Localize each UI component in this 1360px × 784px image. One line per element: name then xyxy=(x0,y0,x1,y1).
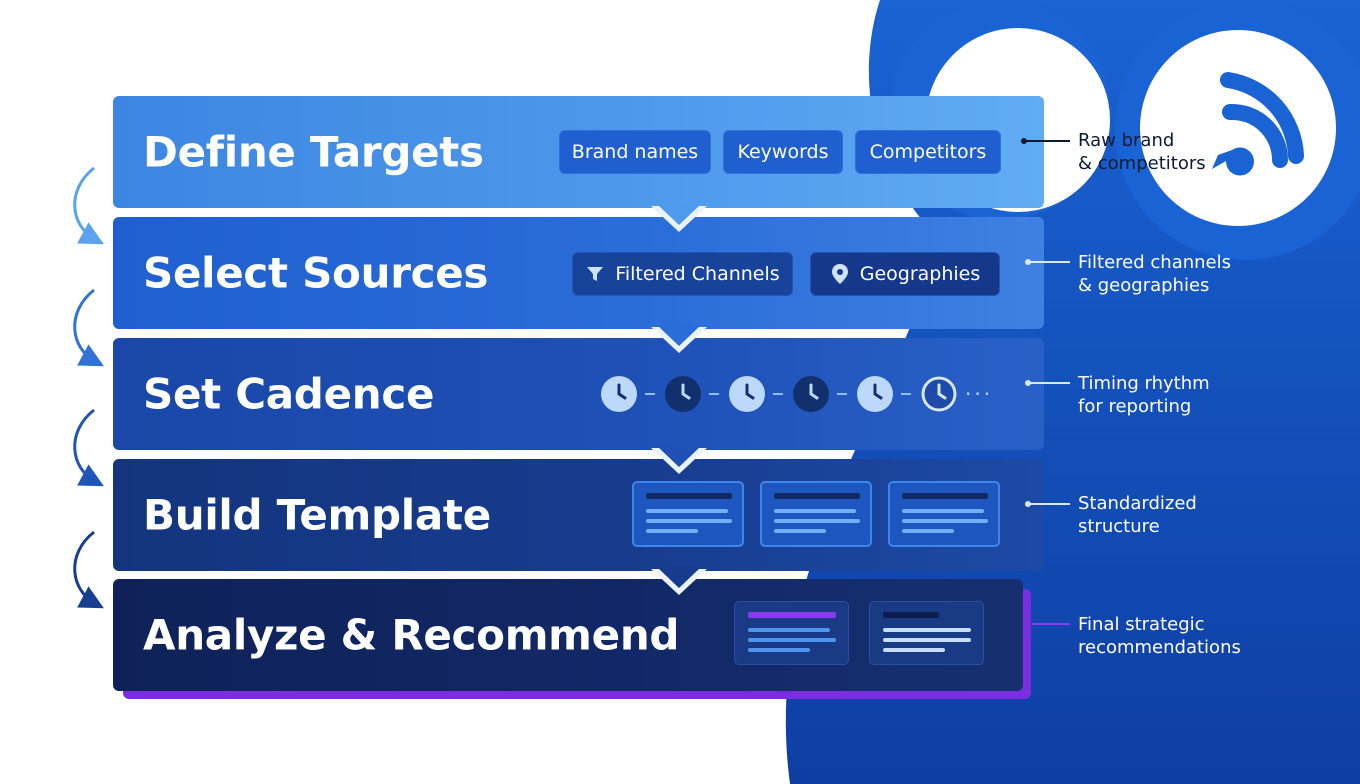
flow-arrow-1 xyxy=(73,166,104,245)
step-connector-chevron-fill xyxy=(657,446,701,467)
template-card-line xyxy=(646,519,732,523)
template-card-line xyxy=(646,493,732,499)
timeline-dash xyxy=(645,393,655,395)
template-card-line xyxy=(902,529,954,533)
step-set-cadence: Set Cadence ··· xyxy=(113,338,1044,450)
step-build-template: Build Template xyxy=(113,459,1044,571)
flow-arrows-left xyxy=(73,166,104,609)
note-dot-3 xyxy=(1025,380,1031,386)
chip-competitors: Competitors xyxy=(855,130,1001,174)
report-card-line xyxy=(748,638,836,642)
flow-arrow-4 xyxy=(73,530,104,609)
template-card-line xyxy=(774,519,860,523)
template-card xyxy=(632,481,744,547)
step-connector-chevron-fill xyxy=(657,204,701,225)
note-build-template: Standardized structure xyxy=(1078,493,1197,537)
template-card-line xyxy=(646,509,728,513)
step-select-sources: Select Sources Filtered Channels Geograp… xyxy=(113,217,1044,329)
template-card xyxy=(888,481,1000,547)
chip-keywords: Keywords xyxy=(723,130,843,174)
note-analyze-recommend: Final strategic recommendations xyxy=(1078,614,1241,658)
report-card-2 xyxy=(869,601,984,665)
step-title: Build Template xyxy=(143,490,491,540)
step-title: Select Sources xyxy=(143,248,489,298)
note-define-targets: Raw brand & competitors xyxy=(1078,130,1206,174)
template-card-line xyxy=(774,529,826,533)
step-analyze-recommend: Analyze & Recommend xyxy=(113,579,1023,691)
clock-icon xyxy=(920,375,958,413)
clock-icon xyxy=(792,375,830,413)
report-card-line xyxy=(883,648,945,652)
timeline-dash xyxy=(901,393,911,395)
flow-arrow-2 xyxy=(73,288,104,367)
step-title: Define Targets xyxy=(143,127,484,177)
report-card-line xyxy=(748,628,830,632)
note-connector-3 xyxy=(1028,382,1070,384)
step-define-targets: Define Targets Brand names Keywords Comp… xyxy=(113,96,1044,208)
note-dot-4 xyxy=(1025,501,1031,507)
chip-filtered-channels: Filtered Channels xyxy=(572,252,793,296)
template-card-line xyxy=(902,519,988,523)
step-connector-chevron-fill xyxy=(657,567,701,588)
note-select-sources: Filtered channels & geographies xyxy=(1078,252,1232,296)
step-title: Set Cadence xyxy=(143,369,435,419)
report-card-line xyxy=(883,628,971,632)
chip-brand-names: Brand names xyxy=(559,130,711,174)
report-card-line xyxy=(883,638,971,642)
note-dot-2 xyxy=(1025,259,1031,265)
template-card-line xyxy=(774,509,856,513)
note-set-cadence: Timing rhythm for reporting xyxy=(1078,373,1210,417)
timeline-dash xyxy=(709,393,719,395)
template-card-line xyxy=(646,529,698,533)
note-dot-1 xyxy=(1021,138,1027,144)
chat-bubble-signal-icon xyxy=(1212,72,1304,176)
note-connector-4 xyxy=(1028,503,1070,505)
step-connector-chevron-fill xyxy=(657,325,701,346)
chip-geographies: Geographies xyxy=(810,252,1000,296)
report-card-1 xyxy=(734,601,849,665)
timeline-dash xyxy=(837,393,847,395)
location-pin-icon xyxy=(830,263,850,285)
clock-icon xyxy=(728,375,766,413)
clock-icon xyxy=(600,375,638,413)
clock-icon xyxy=(664,375,702,413)
note-connector-1 xyxy=(1024,140,1070,142)
flow-arrow-3 xyxy=(73,408,104,487)
report-card-header xyxy=(748,612,836,618)
cadence-overflow: ··· xyxy=(965,382,994,406)
template-card xyxy=(760,481,872,547)
timeline-dash xyxy=(773,393,783,395)
note-connector-2 xyxy=(1028,261,1070,263)
clock-icon xyxy=(856,375,894,413)
template-card-line xyxy=(774,493,860,499)
report-card-header xyxy=(883,612,939,618)
note-connector-5 xyxy=(1032,623,1070,625)
report-card-line xyxy=(748,648,810,652)
template-card-line xyxy=(902,493,988,499)
step-title: Analyze & Recommend xyxy=(143,610,680,660)
template-card-line xyxy=(902,509,984,513)
funnel-icon xyxy=(585,264,605,284)
